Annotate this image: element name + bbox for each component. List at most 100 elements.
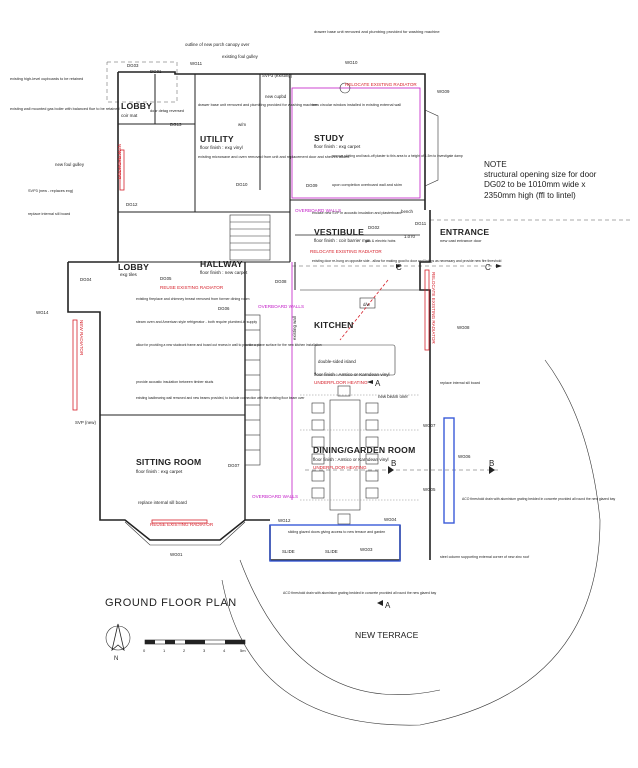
tag-dg12: DG12: [126, 202, 138, 207]
tag-wg10: WG10: [345, 60, 358, 65]
north-arrow: [105, 623, 131, 652]
ann-overboard-study: upon completion overboard wall and skim: [332, 183, 402, 187]
sitting-room-bay: [124, 521, 246, 546]
tag-wg11: WG11: [190, 61, 203, 66]
ann-steel-column: steel column supporting external corner …: [440, 555, 529, 559]
tag-dg03: DG03: [127, 63, 139, 68]
study-circular-window: [339, 82, 351, 94]
section-arrow-a-top: [367, 380, 373, 384]
ann-microwave: existing microwave and oven removed from…: [198, 155, 349, 159]
tag-wg12: WG12: [278, 518, 291, 523]
tag-dg07: DG07: [228, 463, 240, 468]
tag-dg06: DG06: [218, 306, 230, 311]
ann-beam: new beam over: [378, 394, 409, 399]
scale-tick-5: 5m: [240, 648, 246, 653]
room-lobby-bottom-finish: exg tiles: [120, 272, 138, 277]
room-study: STUDY: [314, 133, 344, 143]
section-arrow-c-right: [496, 264, 502, 268]
glazed-bay: [269, 524, 401, 562]
ann-studwork: allow for providing a new studwork frame…: [136, 343, 322, 347]
ann-porch: outline of new porch canopy over: [185, 42, 250, 47]
ann-rcl: 1.070: [404, 234, 416, 239]
terrace-arc-outer: [221, 359, 601, 726]
ann-aco-right: ACO threshold drain with aluminium grati…: [462, 497, 616, 501]
section-a-bottom: A: [385, 601, 391, 610]
tag-dg05: DG05: [160, 276, 172, 281]
ann-existing-wall: existing wall: [292, 316, 297, 340]
room-hallway: HALLWAY: [200, 259, 243, 269]
radiator-dining-left: [72, 319, 78, 411]
ann-slide-left: SLIDE: [282, 549, 295, 554]
tag-dg02: DG02: [368, 225, 380, 230]
room-sitting: SITTING ROOM: [136, 457, 201, 467]
tag-wg14: WG14: [36, 310, 49, 315]
ann-bench: bench: [401, 209, 414, 214]
tag-wg06: WG06: [458, 454, 471, 459]
tag-wg05: WG05: [423, 487, 436, 492]
section-arrow-c-left: [396, 264, 402, 268]
ann-new-cupbd: new cupbd: [265, 94, 287, 99]
kitchen-underfloor-label: UNDERFLOOR HEATING: [314, 380, 368, 385]
room-hallway-finish: floor finish : new carpet: [200, 270, 248, 275]
tag-wg01: WG01: [170, 552, 183, 557]
vestibule-overboard-label: OVERBOARD WALLS: [295, 208, 341, 213]
ann-drawer-base-util: drawer base unit removed and plumbing pr…: [198, 103, 317, 107]
ann-sill-sitting: replace internal sill board: [138, 500, 187, 505]
glazed-wall-right: [443, 417, 455, 524]
ann-new-window: new circular window installed in existin…: [312, 103, 401, 107]
tag-dg04: DG04: [80, 277, 92, 282]
study-bay-window: [424, 109, 439, 187]
dining-underfloor-label: UNDERFLOOR HEATING: [313, 465, 367, 470]
room-study-finish: floor finish : exg carpet: [314, 144, 361, 149]
room-utility: UTILITY: [200, 134, 234, 144]
ann-loadbearing: existing loadbearing wall removed and ne…: [136, 396, 305, 400]
room-dining-garden: DINING/GARDEN ROOM: [313, 445, 415, 455]
study-radiator-label: RELOCATE EXISTING RADIATOR: [345, 82, 417, 87]
scale-tick-4: 4: [223, 648, 226, 653]
ann-sill-kitchen: replace internal sill board: [440, 381, 480, 385]
dining-radiator-label: NEW RADIATOR: [79, 320, 84, 356]
tag-wg04: WG04: [384, 517, 397, 522]
note-line: structural opening size for door: [484, 170, 597, 180]
room-vestibule: VESTIBULE: [314, 227, 364, 237]
ann-glazed-doors: sliding glazed doors giving access to ne…: [288, 530, 385, 534]
note-line: 2350mm high (ffl to lintel): [484, 190, 576, 200]
room-entrance-finish: new cast entrance door: [440, 238, 482, 243]
sitting-radiator-label: REUSE EXISTING RADIATOR: [150, 522, 214, 527]
room-kitchen-finish: floor finish : Amtico or Karndean vinyl: [314, 372, 390, 377]
ann-drawer-base-top: drawer base unit removed and plumbing pr…: [314, 29, 440, 34]
section-arrow-a-bottom: [377, 600, 383, 606]
terrace-label: NEW TERRACE: [355, 630, 419, 640]
ann-slide-right: SLIDE: [325, 549, 338, 554]
tag-wg09: WG09: [437, 89, 450, 94]
kitchen-radiator-label: RELOCATE EXISTING RADIATOR: [431, 272, 436, 344]
tag-wg03: WG03: [360, 547, 373, 552]
internal-walls: [100, 74, 425, 520]
room-lobby-top-finish: coir mat: [121, 113, 138, 118]
kitchen-island: [314, 344, 396, 376]
outer-walls: [67, 71, 431, 561]
tag-dg09: DG09: [306, 183, 318, 188]
section-a-top: A: [375, 379, 381, 388]
room-utility-finish: floor finish : exg vinyl: [200, 145, 243, 150]
tag-wg07: WG07: [423, 423, 436, 428]
vestibule-radiator-label: RELOCATE EXISTING RADIATOR: [310, 249, 382, 254]
terrace-arc-inner: [239, 559, 441, 695]
section-arrow-b-left: [388, 466, 394, 474]
hallway-overboard-label: OVERBOARD WALLS: [258, 304, 304, 309]
ann-cupboards: existing high-level cupboards to be reta…: [10, 77, 83, 81]
ann-svp-new: SVP (new): [75, 420, 96, 425]
north-label: N: [114, 656, 118, 662]
ann-fireplace: existing fireplace and chimney breast re…: [136, 297, 249, 301]
room-vestibule-finish: floor finish : coir barrier mat: [314, 238, 370, 243]
room-lobby-top: LOBBY: [121, 101, 152, 111]
room-entrance: ENTRANCE: [440, 227, 489, 237]
tag-dg08: DG08: [275, 279, 287, 284]
ann-boiler: existing wall mounted gas boiler with ba…: [10, 107, 120, 111]
kitchen-worktop-right: [359, 297, 376, 309]
tag-dg10: DG10: [236, 182, 248, 187]
tag-dg11: DG11: [415, 221, 427, 226]
ann-skirting: remove skirting and back-off plaster to …: [332, 154, 463, 158]
ann-island: double-sided island: [318, 359, 356, 364]
ann-door-rehung: existing door re-hung on opposite side -…: [312, 259, 502, 263]
